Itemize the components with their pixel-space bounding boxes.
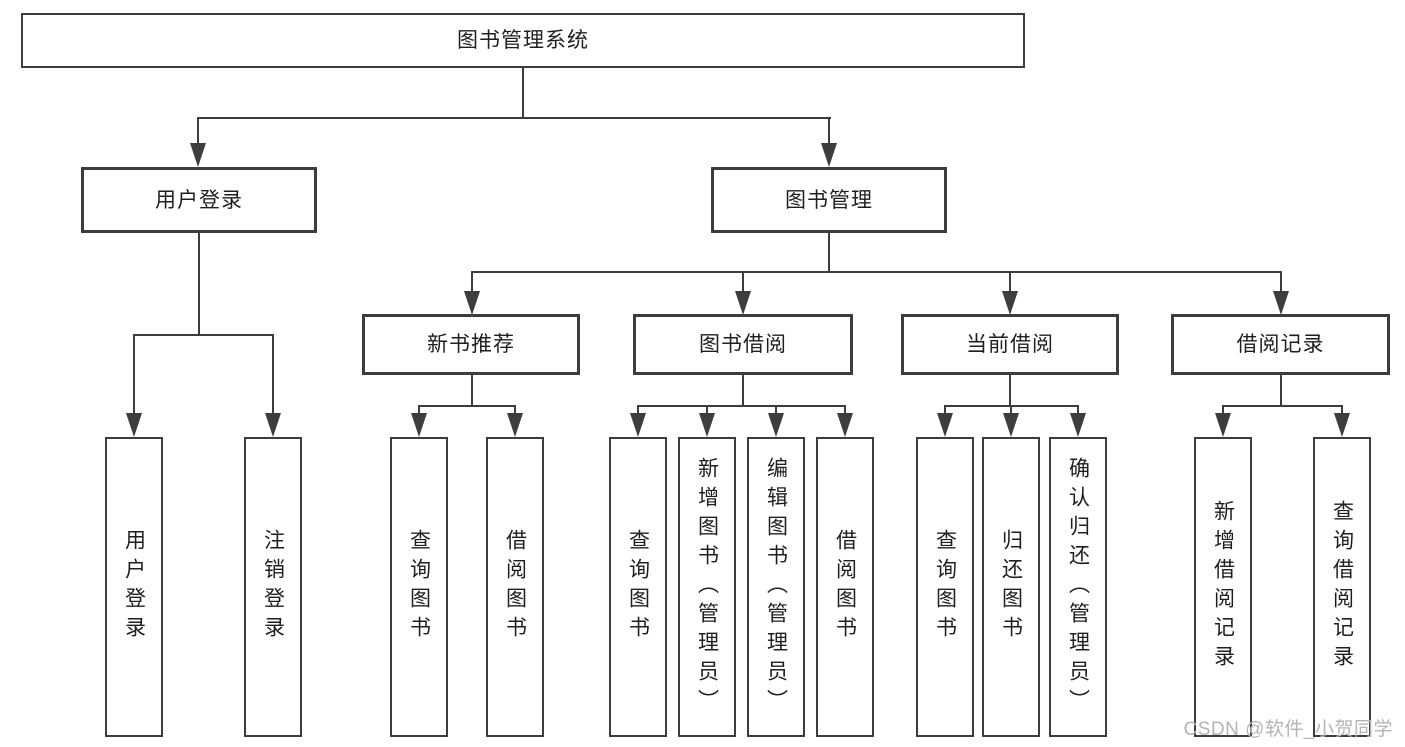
connector-line <box>133 334 135 415</box>
node-label: 用户登录 <box>155 188 243 212</box>
leaf-label: 用户登录 <box>122 529 146 645</box>
connector-line <box>828 117 830 147</box>
leaf-label: 查询图书 <box>933 529 957 645</box>
connector-line <box>637 405 846 407</box>
leaf-borrow-books-recommend: 借阅图书 <box>486 437 544 737</box>
arrow-down-icon <box>1003 413 1019 437</box>
connector-line <box>471 271 473 293</box>
connector-line <box>1280 375 1282 406</box>
node-label: 新书推荐 <box>427 333 515 356</box>
arrow-down-icon <box>837 413 853 437</box>
node-label: 图书管理系统 <box>457 29 589 52</box>
node-label: 图书借阅 <box>699 333 787 356</box>
leaf-edit-books-admin: 编辑图书（管理员） <box>747 437 805 737</box>
node-label: 图书管理 <box>785 188 873 212</box>
leaf-label: 编辑图书（管理员） <box>764 456 788 718</box>
connector-line <box>944 405 946 417</box>
arrow-down-icon <box>1215 413 1231 437</box>
connector-line <box>514 405 516 417</box>
arrow-down-icon <box>411 413 427 437</box>
connector-line <box>197 117 199 147</box>
leaf-label: 注销登录 <box>261 529 285 645</box>
arrow-down-icon <box>126 413 142 437</box>
leaf-query-books-current: 查询图书 <box>916 437 974 737</box>
connector-line <box>1077 405 1079 417</box>
arrow-down-icon <box>1273 291 1289 315</box>
connector-line <box>197 117 831 119</box>
leaf-label: 确认归还（管理员） <box>1066 456 1090 718</box>
node-user-login: 用户登录 <box>81 167 317 233</box>
connector-line <box>828 233 830 273</box>
connector-line <box>471 375 473 406</box>
arrow-down-icon <box>507 413 523 437</box>
arrow-down-icon <box>1002 291 1018 315</box>
connector-line <box>418 405 420 417</box>
leaf-label: 查询图书 <box>626 529 650 645</box>
connector-line <box>1341 405 1343 417</box>
connector-line <box>471 271 1282 273</box>
arrow-down-icon <box>265 413 281 437</box>
node-label: 借阅记录 <box>1236 333 1325 356</box>
connector-line <box>1222 405 1343 407</box>
connector-line <box>742 375 744 406</box>
connector-line <box>272 334 274 415</box>
connector-line <box>522 68 524 119</box>
arrow-down-icon <box>1070 413 1086 437</box>
leaf-user-login: 用户登录 <box>105 437 163 737</box>
leaf-label: 借阅图书 <box>503 529 527 645</box>
leaf-borrow-books-borrowing: 借阅图书 <box>816 437 874 737</box>
connector-line <box>706 405 708 417</box>
node-label: 当前借阅 <box>966 333 1054 356</box>
arrow-down-icon <box>735 291 751 315</box>
leaf-label: 新增借阅记录 <box>1211 500 1235 674</box>
leaf-query-books-borrowing: 查询图书 <box>609 437 667 737</box>
leaf-add-books-admin: 新增图书（管理员） <box>678 437 736 737</box>
csdn-watermark: CSDN @软件_小贺同学 <box>1183 719 1393 740</box>
leaf-label: 新增图书（管理员） <box>695 456 719 718</box>
leaf-add-borrow-record: 新增借阅记录 <box>1194 437 1252 737</box>
node-new-book-recommendation: 新书推荐 <box>362 314 580 375</box>
arrow-down-icon <box>190 143 206 167</box>
connector-line <box>1010 405 1012 417</box>
connector-line <box>198 233 200 336</box>
leaf-confirm-return-admin: 确认归还（管理员） <box>1049 437 1107 737</box>
connector-line <box>775 405 777 417</box>
arrow-down-icon <box>1334 413 1350 437</box>
arrow-down-icon <box>699 413 715 437</box>
leaf-label: 查询借阅记录 <box>1330 500 1354 674</box>
connector-line <box>1222 405 1224 417</box>
leaf-query-books-recommend: 查询图书 <box>390 437 448 737</box>
node-book-management: 图书管理 <box>711 167 947 233</box>
leaf-label: 归还图书 <box>999 529 1023 645</box>
connector-line <box>742 271 744 293</box>
connector-line <box>844 405 846 417</box>
arrow-down-icon <box>821 143 837 167</box>
connector-line <box>1009 271 1011 293</box>
node-current-borrowing: 当前借阅 <box>901 314 1119 375</box>
connector-line <box>418 405 516 407</box>
leaf-query-borrow-record: 查询借阅记录 <box>1313 437 1371 737</box>
leaf-label: 借阅图书 <box>833 529 857 645</box>
node-borrowing-records: 借阅记录 <box>1171 314 1390 375</box>
node-book-borrowing: 图书借阅 <box>633 314 853 375</box>
connector-line <box>1009 375 1011 406</box>
leaf-label: 查询图书 <box>407 529 431 645</box>
arrow-down-icon <box>768 413 784 437</box>
leaf-return-books: 归还图书 <box>982 437 1040 737</box>
leaf-logout: 注销登录 <box>244 437 302 737</box>
connector-line <box>1280 271 1282 293</box>
arrow-down-icon <box>630 413 646 437</box>
node-library-management-system: 图书管理系统 <box>21 13 1025 68</box>
connector-line <box>637 405 639 417</box>
arrow-down-icon <box>937 413 953 437</box>
arrow-down-icon <box>464 291 480 315</box>
connector-line <box>133 334 274 336</box>
